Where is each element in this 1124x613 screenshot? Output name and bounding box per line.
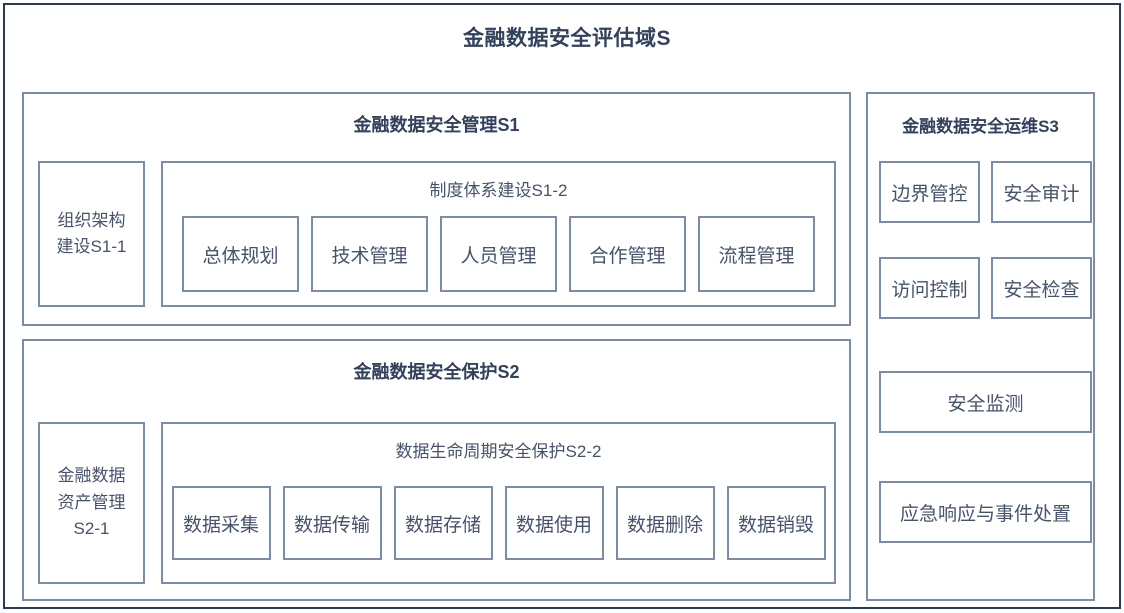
leaf-box-data-usage[interactable]: 数据使用: [504, 486, 604, 560]
subpanel-system-construction-s1-2: 制度体系建设S1-2 总体规划 技术管理 人员管理 合作管理 流程管理: [161, 161, 836, 307]
leaf-box-data-storage[interactable]: 数据存储: [393, 486, 493, 560]
panel-security-management-s1: 金融数据安全管理S1 组织架构 建设S1-1 制度体系建设S1-2 总体规划 技…: [22, 92, 851, 326]
evaluation-domain-frame: 金融数据安全评估域S 金融数据安全管理S1 组织架构 建设S1-1 制度体系建设…: [3, 3, 1121, 609]
leaf-box-technology-management[interactable]: 技术管理: [311, 216, 428, 292]
leaf-box-data-deletion[interactable]: 数据删除: [615, 486, 715, 560]
leaf-box-cooperation-management[interactable]: 合作管理: [569, 216, 686, 292]
cell-data-asset-management-s2-1[interactable]: 金融数据 资产管理 S2-1: [38, 422, 145, 584]
subpanel-lifecycle-protection-s2-2: 数据生命周期安全保护S2-2 数据采集 数据传输 数据存储 数据使用 数据删除 …: [161, 422, 836, 584]
subpanel-title-s2-2: 数据生命周期安全保护S2-2: [395, 442, 602, 461]
cell-security-inspection[interactable]: 安全检查: [991, 257, 1092, 319]
leaf-box-data-destruction[interactable]: 数据销毁: [726, 486, 826, 560]
cell-boundary-control[interactable]: 边界管控: [879, 161, 980, 223]
cell-emergency-response[interactable]: 应急响应与事件处置: [879, 481, 1092, 543]
leaf-box-process-management[interactable]: 流程管理: [698, 216, 815, 292]
subpanel-title-s1-2: 制度体系建设S1-2: [429, 181, 568, 200]
panel-security-operations-s3: 金融数据安全运维S3 边界管控 安全审计 访问控制 安全检查 安全监测 应急响应…: [866, 92, 1095, 601]
panel-title-s3: 金融数据安全运维S3: [902, 117, 1059, 136]
diagram-title: 金融数据安全评估域S: [462, 27, 671, 50]
panel-title-s2: 金融数据安全保护S2: [353, 362, 520, 382]
cell-organization-structure-s1-1[interactable]: 组织架构 建设S1-1: [38, 161, 145, 307]
leaf-box-data-collection[interactable]: 数据采集: [171, 486, 271, 560]
cell-security-monitoring[interactable]: 安全监测: [879, 371, 1092, 433]
leaf-box-data-transmission[interactable]: 数据传输: [282, 486, 382, 560]
cell-access-control[interactable]: 访问控制: [879, 257, 980, 319]
panel-title-s1: 金融数据安全管理S1: [353, 115, 520, 135]
cell-security-audit[interactable]: 安全审计: [991, 161, 1092, 223]
leaf-box-personnel-management[interactable]: 人员管理: [440, 216, 557, 292]
leaf-row-s1-2: 总体规划 技术管理 人员管理 合作管理 流程管理: [163, 216, 834, 292]
leaf-box-overall-planning[interactable]: 总体规划: [182, 216, 299, 292]
leaf-row-s2-2: 数据采集 数据传输 数据存储 数据使用 数据删除 数据销毁: [163, 486, 834, 560]
panel-data-protection-s2: 金融数据安全保护S2 金融数据 资产管理 S2-1 数据生命周期安全保护S2-2…: [22, 339, 851, 601]
